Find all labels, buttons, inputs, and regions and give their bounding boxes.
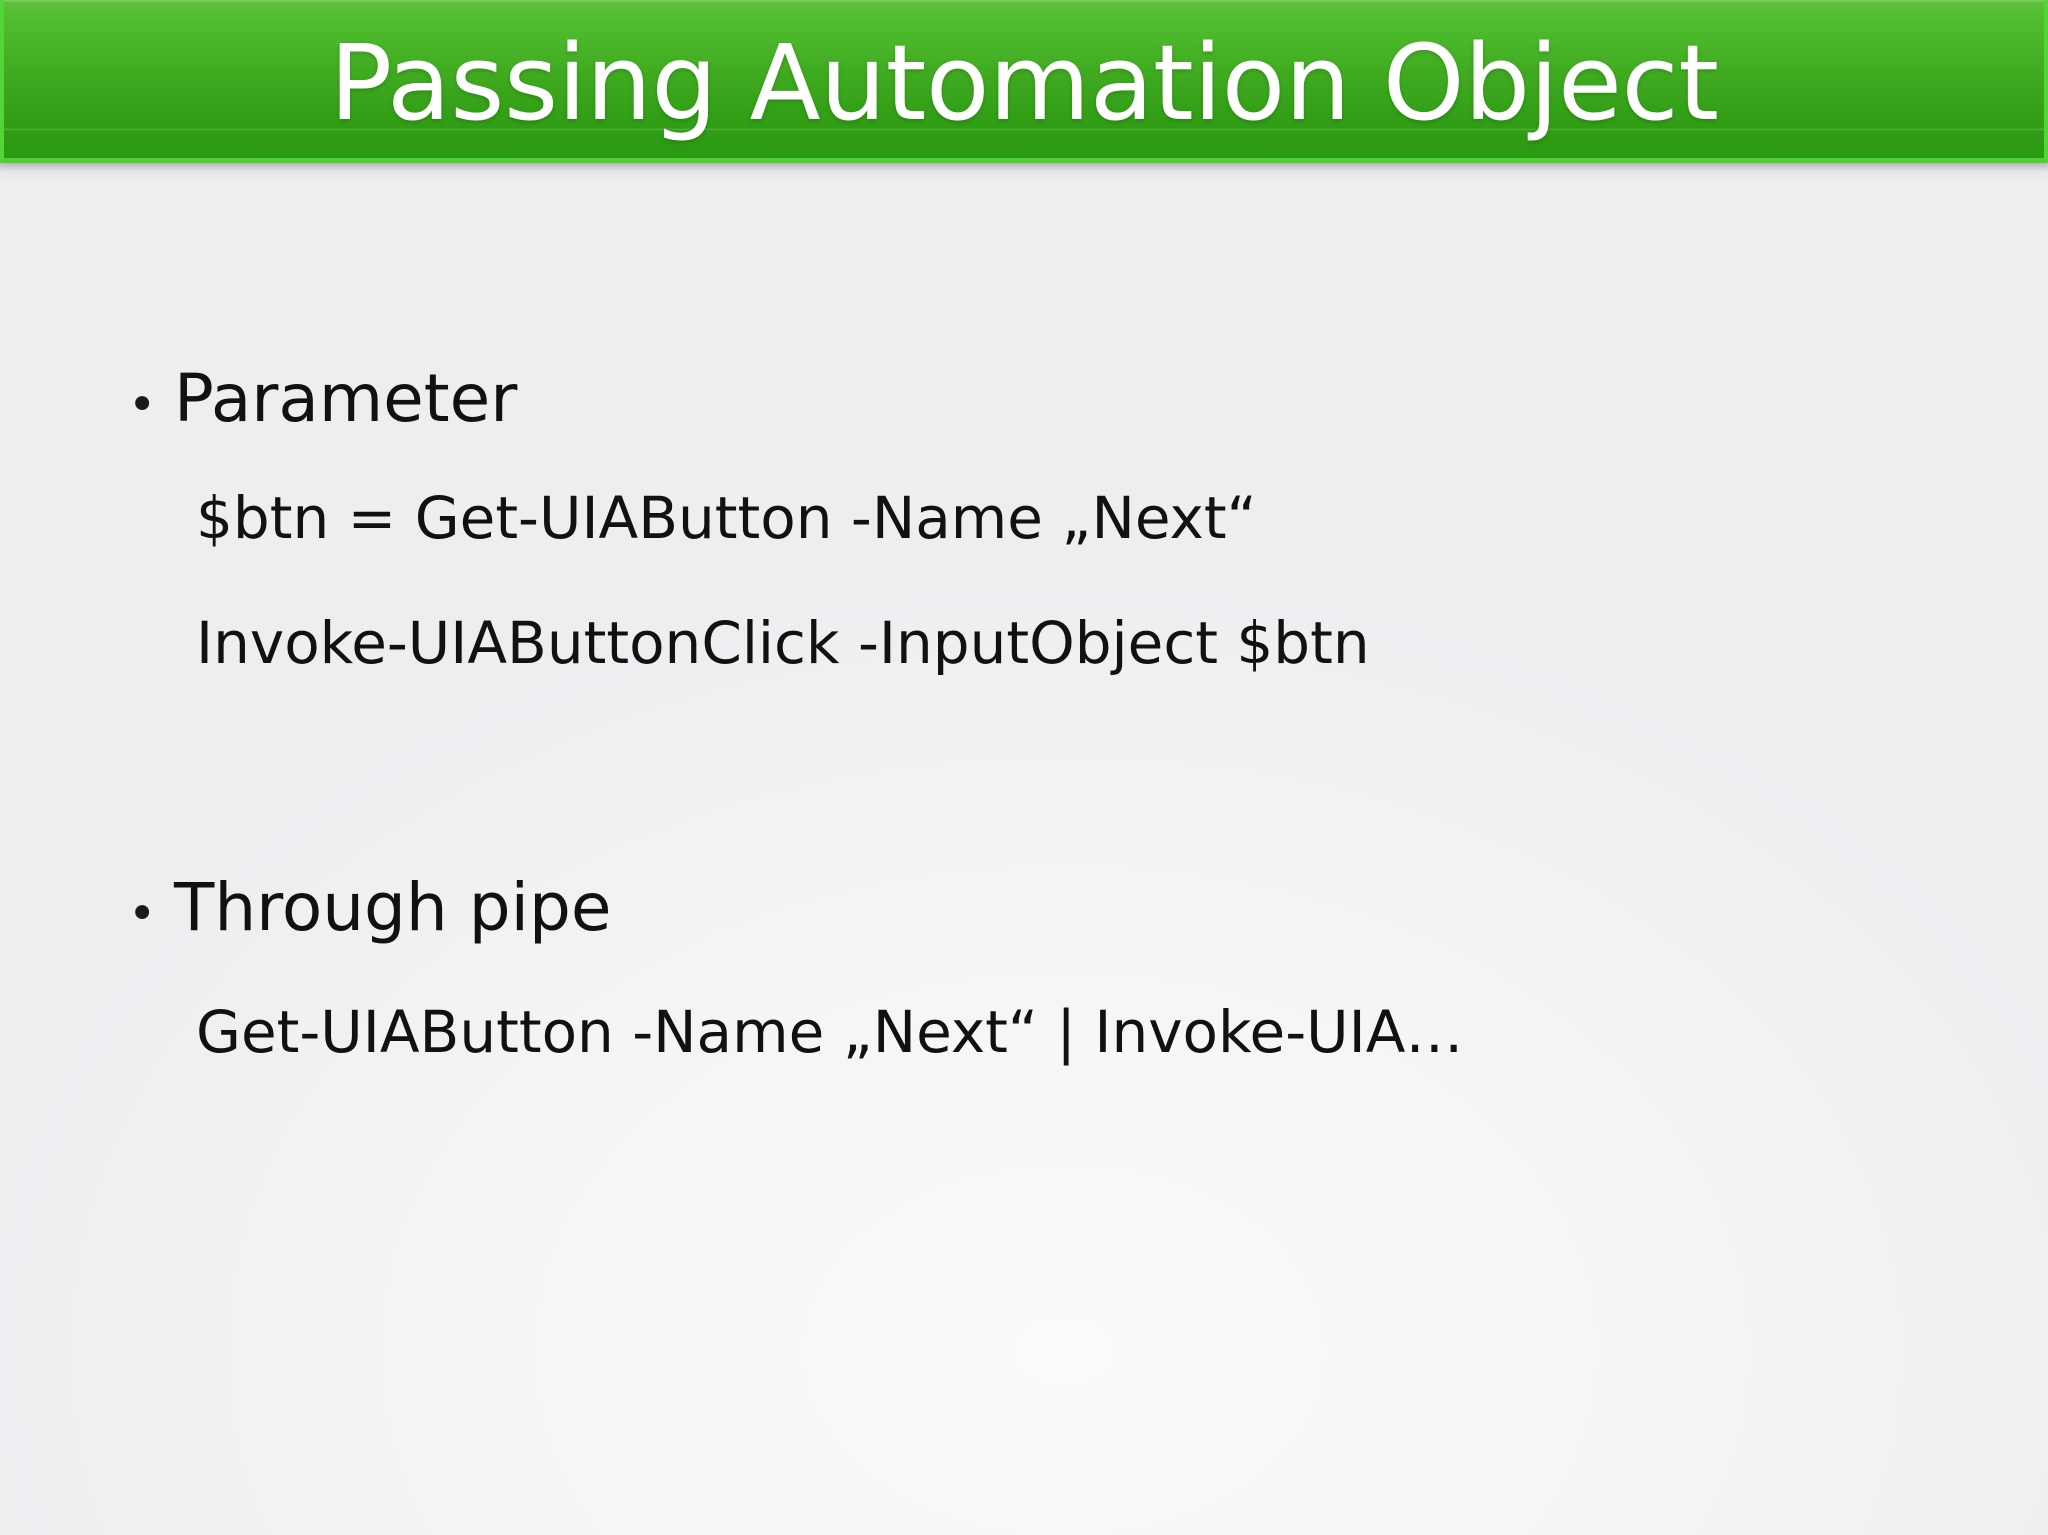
code-line-through-pipe-1: Get-UIAButton -Name „Next“ | Invoke-UIA… xyxy=(196,998,1464,1066)
code-line-parameter-2: Invoke-UIAButtonClick -InputObject $btn xyxy=(196,609,1370,677)
code-line-parameter-1: $btn = Get-UIAButton -Name „Next“ xyxy=(196,484,1257,552)
bullet-dot-icon: • xyxy=(128,886,157,942)
bullet-dot-icon: • xyxy=(128,377,157,433)
bullet-label-through-pipe: Through pipe xyxy=(174,869,612,946)
slide-title: Passing Automation Object xyxy=(329,22,1719,144)
bullet-item-through-pipe: • Through pipe xyxy=(128,875,611,941)
bullet-item-parameter: • Parameter xyxy=(128,366,517,432)
bullet-label-parameter: Parameter xyxy=(174,360,518,437)
slide-body: • Parameter $btn = Get-UIAButton -Name „… xyxy=(0,163,2048,1535)
